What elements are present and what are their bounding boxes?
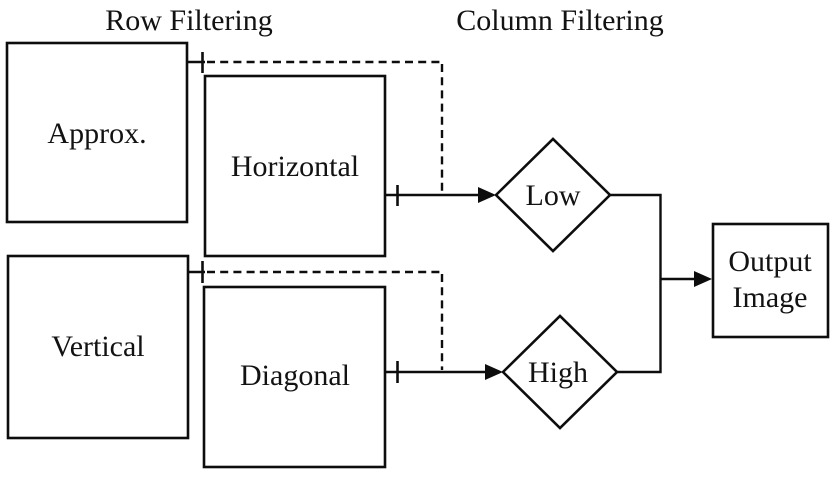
horizontal-label: Horizontal <box>231 150 359 183</box>
approx-to-low-dashed-wire <box>187 52 444 194</box>
vertical-node: Vertical <box>6 254 190 440</box>
high-node: High <box>501 314 619 430</box>
approx-node: Approx. <box>5 41 189 224</box>
merge-to-output-wire <box>610 193 712 374</box>
vertical-label: Vertical <box>51 330 144 363</box>
high-label: High <box>528 356 588 389</box>
output-image-box <box>711 222 830 339</box>
vertical-to-high-dashed-wire <box>188 261 444 370</box>
approx-box <box>5 41 189 224</box>
horizontal-box <box>203 74 387 258</box>
low-diamond <box>494 137 612 253</box>
high-diamond <box>501 314 619 430</box>
diagonal-to-high-wire <box>385 361 503 383</box>
high-to-junction-line <box>617 279 662 374</box>
horizontal-node: Horizontal <box>203 74 387 258</box>
arrowhead-into-low <box>478 187 496 203</box>
vertical-box <box>6 254 190 440</box>
output-image-label-line2: Image <box>733 281 808 314</box>
arrowhead-into-output <box>694 271 712 287</box>
output-image-node: Output Image <box>711 222 830 339</box>
diagonal-box <box>202 285 387 469</box>
output-image-label-line1: Output <box>728 245 812 278</box>
row-filtering-title: Row Filtering <box>105 4 273 37</box>
low-node: Low <box>494 137 612 253</box>
approx-label: Approx. <box>47 117 146 150</box>
arrowhead-into-high <box>485 364 503 380</box>
diagonal-label: Diagonal <box>240 359 350 392</box>
column-filtering-title: Column Filtering <box>456 4 664 37</box>
diagonal-node: Diagonal <box>202 285 387 469</box>
low-to-junction-line <box>610 193 662 279</box>
low-label: Low <box>526 179 581 212</box>
horizontal-to-low-wire <box>385 185 496 206</box>
